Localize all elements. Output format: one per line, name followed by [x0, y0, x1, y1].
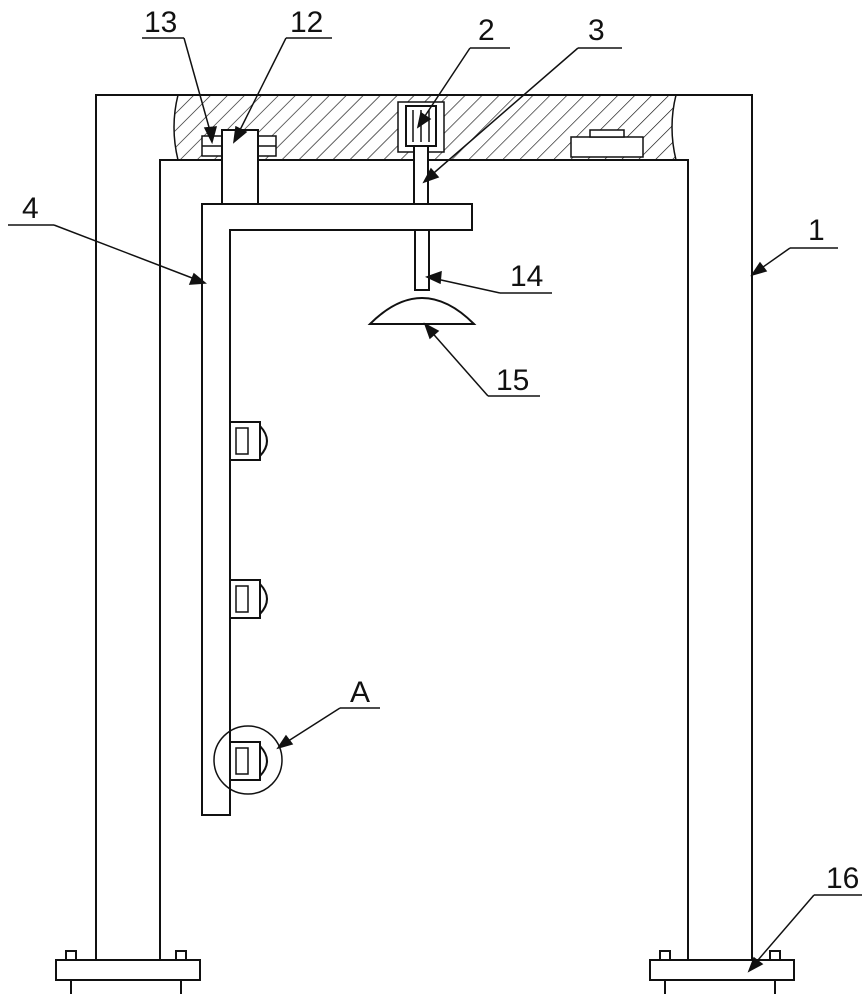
roller-unit-2 [229, 579, 268, 619]
label-12: 12 [290, 6, 323, 39]
label-4: 4 [22, 192, 39, 225]
label-13: 13 [144, 6, 177, 39]
label-1: 1 [808, 214, 825, 247]
label-16: 16 [826, 862, 859, 895]
detail-circle-a [213, 725, 283, 795]
roller-unit-3 [229, 741, 268, 781]
label-14: 14 [510, 260, 543, 293]
roller-unit-1 [229, 421, 268, 461]
slider-block-12 [202, 129, 276, 205]
leader-lines [8, 37, 862, 973]
label-3: 3 [588, 14, 605, 47]
label-2: 2 [478, 14, 495, 47]
label-15: 15 [496, 364, 529, 397]
label-a: A [350, 676, 370, 709]
base-plate-right [649, 950, 795, 994]
frame-body [95, 94, 753, 960]
l-arm-4 [201, 203, 473, 816]
cup-15 [367, 297, 477, 325]
base-plate-left [55, 950, 201, 994]
rod-14 [414, 229, 430, 291]
motor-2 [405, 105, 437, 147]
shaft-3 [413, 145, 429, 205]
